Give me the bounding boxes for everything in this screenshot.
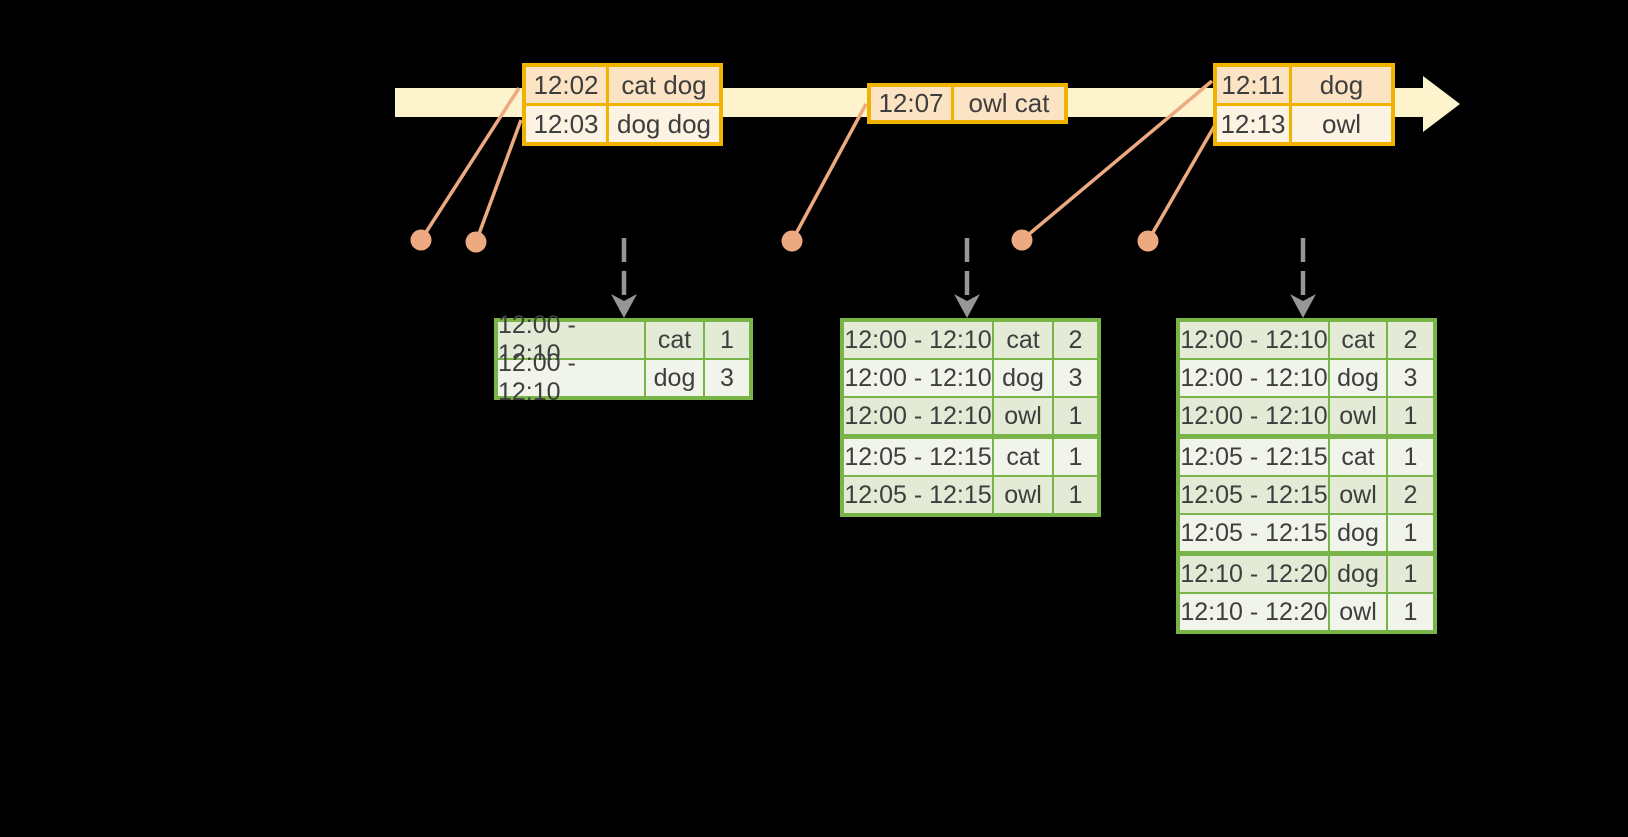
event-words-cell: owl (1292, 106, 1391, 142)
trigger-arrows (611, 238, 1316, 318)
event-words-cell: dog (1292, 67, 1391, 103)
table-row: 12:00 - 12:10 cat 2 (1180, 322, 1433, 358)
count-cell: 1 (1386, 398, 1433, 434)
connector-line-1203 (474, 119, 523, 243)
word-cell: dog (1328, 556, 1386, 592)
window-cell: 12:05 - 12:15 (1180, 477, 1328, 513)
event-words-cell: owl cat (954, 87, 1064, 120)
table-row: 12:10 - 12:20 owl 1 (1180, 592, 1433, 630)
table-row: 12:05 - 12:15 owl 1 (844, 475, 1097, 513)
count-cell: 1 (1386, 515, 1433, 551)
event-dot-1213 (1137, 230, 1159, 252)
window-cell: 12:00 - 12:10 (498, 349, 644, 406)
count-cell: 1 (1052, 477, 1097, 513)
word-cell: cat (992, 322, 1052, 358)
count-cell: 3 (1386, 360, 1433, 396)
table-row: 12:00 - 12:10 dog 3 (498, 349, 749, 406)
table-row: 12:00 - 12:10 owl 1 (844, 396, 1097, 434)
word-cell: dog (644, 360, 703, 396)
count-cell: 2 (1052, 322, 1097, 358)
trigger-arrowhead-icon-3 (1290, 294, 1316, 318)
word-cell: dog (1328, 360, 1386, 396)
word-cell: cat (644, 322, 703, 358)
window-cell: 12:00 - 12:10 (1180, 398, 1328, 434)
connector-line-1202 (419, 87, 521, 241)
window-cell: 12:05 - 12:15 (1180, 439, 1328, 475)
word-cell: owl (1328, 594, 1386, 630)
trigger-arrowhead-icon-2 (954, 294, 980, 318)
count-cell: 1 (703, 322, 749, 358)
result-table-1: 12:00 - 12:10 cat 1 12:00 - 12:10 dog 3 (494, 311, 753, 406)
table-row: 12:00 - 12:10 owl 1 (1180, 396, 1433, 434)
word-cell: cat (1328, 322, 1386, 358)
word-cell: owl (992, 477, 1052, 513)
word-cell: owl (1328, 398, 1386, 434)
event-dot-1207 (781, 230, 803, 252)
window-cell: 12:10 - 12:20 (1180, 594, 1328, 630)
count-cell: 1 (1052, 398, 1097, 434)
window-cell: 12:05 - 12:15 (1180, 515, 1328, 551)
table-row: 12:00 - 12:10 dog 3 (1180, 358, 1433, 396)
event-table-3: 12:11 dog 12:13 owl (1213, 63, 1395, 146)
table-row: 12:05 - 12:15 cat 1 (844, 434, 1097, 475)
table-row: 12:05 - 12:15 cat 1 (1180, 434, 1433, 475)
result-table-3: 12:00 - 12:10 cat 2 12:00 - 12:10 dog 3 … (1176, 318, 1437, 634)
table-row: 12:05 - 12:15 dog 1 (1180, 513, 1433, 551)
event-dots (410, 229, 1159, 253)
count-cell: 3 (1052, 360, 1097, 396)
window-cell: 12:00 - 12:10 (1180, 360, 1328, 396)
word-cell: dog (992, 360, 1052, 396)
table-row: 12:10 - 12:20 dog 1 (1180, 551, 1433, 592)
window-cell: 12:10 - 12:20 (1180, 556, 1328, 592)
count-cell: 1 (1386, 594, 1433, 630)
timeline-arrowhead-icon (1423, 76, 1460, 132)
count-cell: 2 (1386, 322, 1433, 358)
window-cell: 12:00 - 12:10 (1180, 322, 1328, 358)
event-time-cell: 12:11 (1217, 67, 1289, 103)
window-cell: 12:00 - 12:10 (844, 398, 992, 434)
trigger-arrowhead-icon-1 (611, 294, 637, 318)
count-cell: 1 (1386, 556, 1433, 592)
connector-line-1213 (1146, 124, 1217, 242)
event-table-1: 12:02 cat dog 12:03 dog dog (522, 63, 723, 146)
result-table-2: 12:00 - 12:10 cat 2 12:00 - 12:10 dog 3 … (840, 318, 1101, 517)
event-time-cell: 12:07 (871, 87, 951, 120)
count-cell: 2 (1386, 477, 1433, 513)
event-dot-1211 (1011, 229, 1033, 251)
event-time-cell: 12:13 (1217, 106, 1289, 142)
event-time-cell: 12:03 (526, 106, 606, 142)
window-cell: 12:05 - 12:15 (844, 439, 992, 475)
table-row: 12:00 - 12:10 cat 2 (844, 322, 1097, 358)
connector-line-1207 (790, 103, 868, 242)
window-cell: 12:00 - 12:10 (844, 322, 992, 358)
count-cell: 1 (1386, 439, 1433, 475)
window-cell: 12:00 - 12:10 (844, 360, 992, 396)
event-time-cell: 12:02 (526, 67, 606, 103)
event-dot-1202 (410, 229, 432, 251)
event-words-cell: cat dog (609, 67, 719, 103)
word-cell: owl (992, 398, 1052, 434)
table-row: 12:00 - 12:10 dog 3 (844, 358, 1097, 396)
word-cell: dog (1328, 515, 1386, 551)
word-cell: owl (1328, 477, 1386, 513)
count-cell: 3 (703, 360, 749, 396)
event-words-cell: dog dog (609, 106, 719, 142)
word-cell: cat (1328, 439, 1386, 475)
window-cell: 12:05 - 12:15 (844, 477, 992, 513)
event-connector-lines (419, 79, 1217, 243)
count-cell: 1 (1052, 439, 1097, 475)
word-cell: cat (992, 439, 1052, 475)
connector-line-1211 (1020, 79, 1214, 242)
event-table-2: 12:07 owl cat (867, 83, 1068, 124)
event-dot-1203 (465, 231, 487, 253)
table-row: 12:05 - 12:15 owl 2 (1180, 475, 1433, 513)
